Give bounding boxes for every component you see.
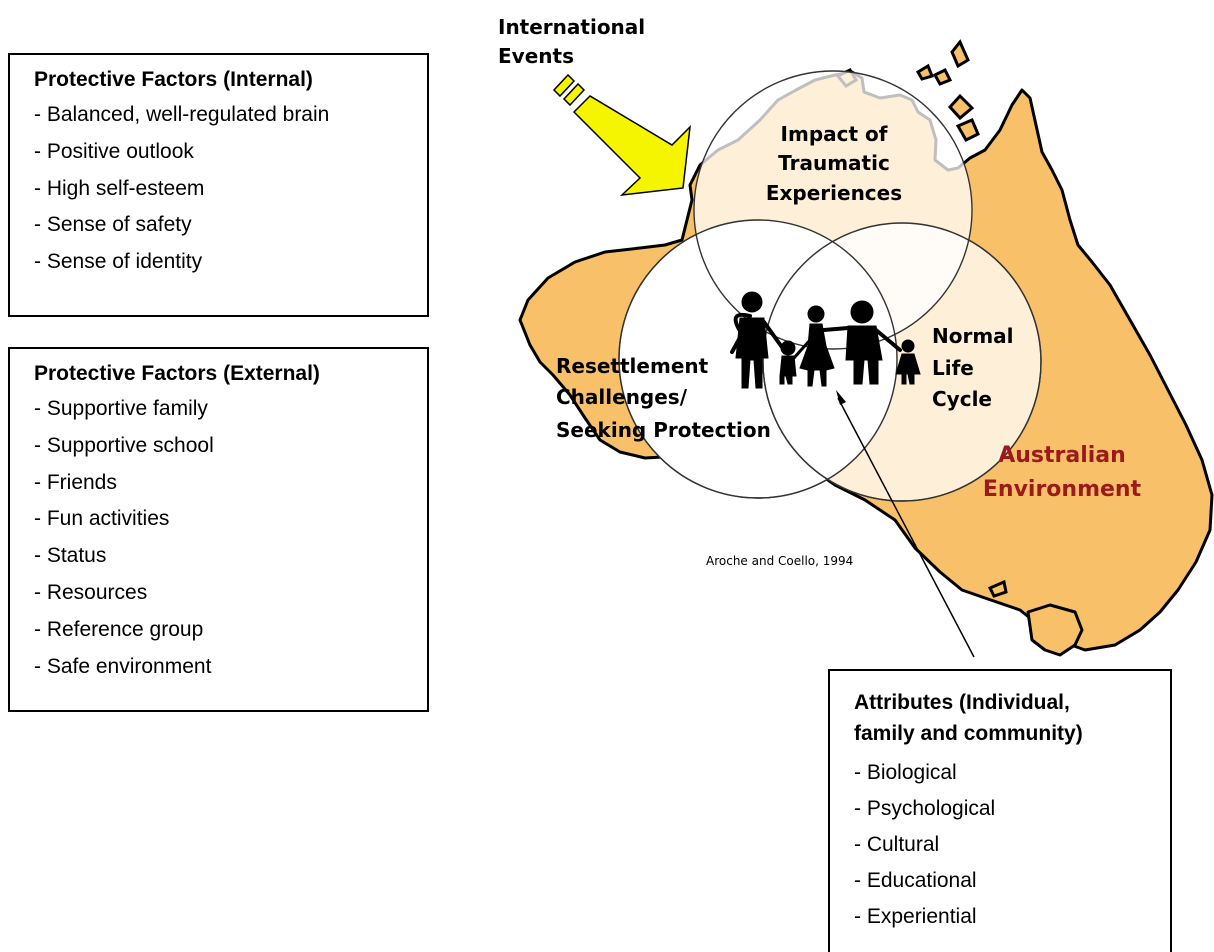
events-label-line1: International [498, 15, 645, 39]
external-list: - Supportive family - Supportive school … [34, 391, 427, 685]
internal-list: - Balanced, well-regulated brain - Posit… [34, 97, 427, 281]
circle-left-label-line2: Challenges/ [556, 385, 688, 409]
island-map [987, 579, 1008, 598]
list-item: - Positive outlook [34, 139, 194, 163]
circle-left-label-line1: Resettlement [556, 354, 709, 378]
list-item: - Biological [854, 761, 957, 784]
circle-right-label-line1: Normal [932, 324, 1014, 348]
attributes-pointer-line [837, 397, 975, 658]
list-item: - Supportive school [34, 433, 214, 457]
list-item: - Fun activities [34, 507, 170, 531]
island-map [915, 63, 935, 81]
island-map [950, 39, 970, 69]
island-map [932, 67, 953, 86]
circle-left-outline [618, 219, 898, 499]
circle-top-label-line1: Impact of [781, 122, 888, 146]
environment-label-line1: Australian [998, 443, 1126, 468]
circle-left-label-line3: Seeking Protection [556, 418, 771, 442]
list-item: - Educational [854, 869, 977, 892]
list-item: - Balanced, well-regulated brain [34, 103, 330, 126]
family-silhouette-icon [730, 291, 921, 389]
list-item: - Safe environment [34, 654, 212, 678]
attributes-title-line1: Attributes (Individual, [854, 691, 1070, 714]
attributes-list: - Biological - Psychological - Cultural … [854, 755, 1170, 935]
circle-top-label-line3: Experiences [766, 181, 902, 205]
list-item: - Friends [34, 470, 117, 494]
attributes-title-line2: family and community) [854, 722, 1083, 745]
island-map [955, 118, 980, 142]
citation: Aroche and Coello, 1994 [706, 554, 853, 568]
list-item: - Cultural [854, 833, 940, 856]
international-events-arrow [552, 73, 691, 197]
circle-top-label-line2: Traumatic [778, 151, 890, 175]
circle-top [693, 70, 973, 350]
list-item: - Experiential [854, 905, 977, 928]
list-item: - High self-esteem [34, 176, 205, 200]
environment-label-line2: Environment [983, 477, 1142, 502]
protective-factors-internal-box: Protective Factors (Internal) - Balanced… [8, 53, 429, 317]
internal-title: Protective Factors (Internal) [34, 68, 313, 91]
protective-factors-external-box: Protective Factors (External) - Supporti… [8, 347, 429, 712]
list-item: - Reference group [34, 617, 204, 641]
external-title: Protective Factors (External) [34, 362, 320, 385]
attributes-box: Attributes (Individual, family and commu… [828, 669, 1172, 952]
list-item: - Status [34, 544, 107, 568]
events-label-line2: Events [498, 44, 574, 68]
island-map [947, 93, 975, 121]
attributes-pointer-arrowhead [836, 390, 846, 405]
list-item: - Sense of safety [34, 213, 192, 237]
list-item: - Psychological [854, 797, 996, 820]
list-item: - Resources [34, 580, 148, 604]
tasmania-map [1026, 603, 1084, 657]
list-item: - Supportive family [34, 397, 208, 420]
circle-right-label-line2: Life [932, 356, 974, 380]
circle-right-outline [762, 222, 1042, 502]
circle-right-label-line3: Cycle [932, 387, 992, 411]
list-item: - Sense of identity [34, 250, 203, 274]
